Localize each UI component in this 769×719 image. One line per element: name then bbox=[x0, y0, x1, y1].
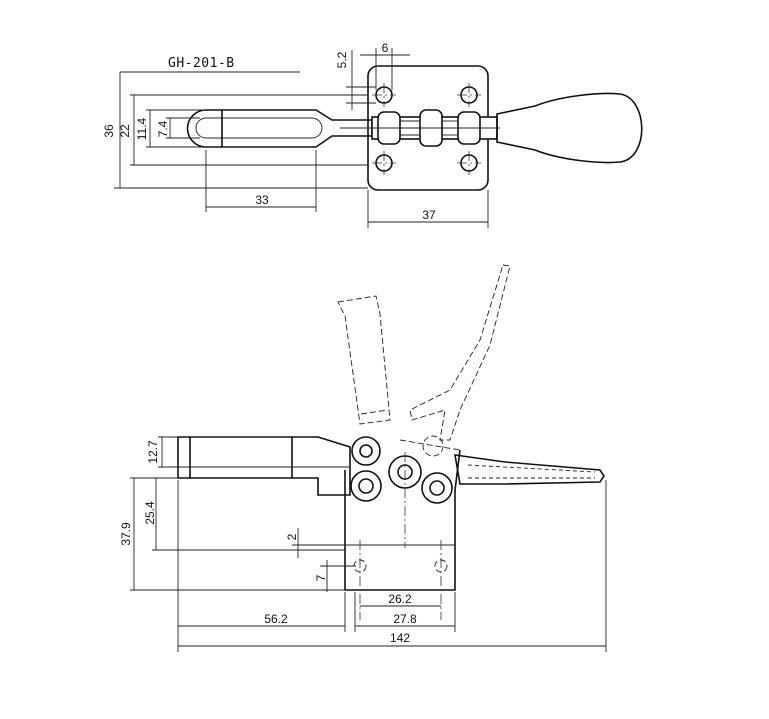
dim-56-2: 56.2 bbox=[177, 480, 346, 652]
svg-text:12.7: 12.7 bbox=[146, 440, 160, 464]
base-holes-side bbox=[353, 540, 448, 620]
model-label: GH-201-B bbox=[168, 56, 235, 71]
handle-grip-top bbox=[496, 92, 643, 164]
dim-11-4: 11.4 bbox=[135, 109, 206, 148]
svg-text:56.2: 56.2 bbox=[264, 612, 288, 626]
handle-raised bbox=[409, 264, 511, 441]
svg-text:27.8: 27.8 bbox=[393, 612, 417, 626]
dim-33: 33 bbox=[205, 150, 317, 212]
arm-slot bbox=[195, 117, 323, 139]
svg-text:25.4: 25.4 bbox=[143, 501, 157, 525]
dim-22: 22 bbox=[118, 94, 368, 166]
svg-text:26.2: 26.2 bbox=[388, 592, 412, 606]
dim-36: 36 bbox=[102, 72, 368, 189]
dim-12-7: 12.7 bbox=[146, 436, 350, 468]
mounting-holes-top bbox=[372, 83, 481, 175]
dim-5-2: 5.2 bbox=[335, 50, 376, 110]
handle-lowered bbox=[454, 454, 605, 485]
svg-text:2: 2 bbox=[285, 533, 299, 540]
dim-37-9: 37.9 bbox=[119, 477, 345, 591]
svg-text:37.9: 37.9 bbox=[119, 522, 133, 546]
svg-text:37: 37 bbox=[422, 208, 436, 222]
svg-text:5.2: 5.2 bbox=[335, 51, 349, 68]
svg-text:6: 6 bbox=[382, 41, 389, 55]
linkage-top bbox=[340, 109, 500, 147]
clamp-arm-raised bbox=[337, 295, 391, 425]
dim-26-2: 26.2 bbox=[360, 592, 441, 607]
dim-2: 2 bbox=[285, 528, 345, 558]
side-view: 12.7 37.9 25.4 2 7 26.2 bbox=[119, 264, 607, 652]
dim-7-4: 7.4 bbox=[156, 117, 200, 139]
dim-25-4: 25.4 bbox=[143, 478, 345, 551]
dim-6: 6 bbox=[360, 41, 410, 90]
svg-text:7: 7 bbox=[314, 574, 328, 581]
svg-text:11.4: 11.4 bbox=[135, 117, 149, 140]
svg-text:7.4: 7.4 bbox=[156, 120, 170, 137]
dim-37: 37 bbox=[367, 190, 489, 228]
clamp-bar-side bbox=[177, 436, 351, 496]
clamp-arm-top bbox=[186, 109, 373, 148]
dim-142: 142 bbox=[178, 480, 607, 652]
top-view: GH-201-B bbox=[102, 41, 643, 228]
svg-text:142: 142 bbox=[390, 631, 410, 645]
dim-27-8: 27.8 bbox=[354, 592, 456, 632]
svg-text:36: 36 bbox=[102, 124, 116, 138]
dim-7: 7 bbox=[314, 560, 356, 592]
svg-text:22: 22 bbox=[118, 124, 132, 138]
svg-text:33: 33 bbox=[255, 193, 269, 207]
